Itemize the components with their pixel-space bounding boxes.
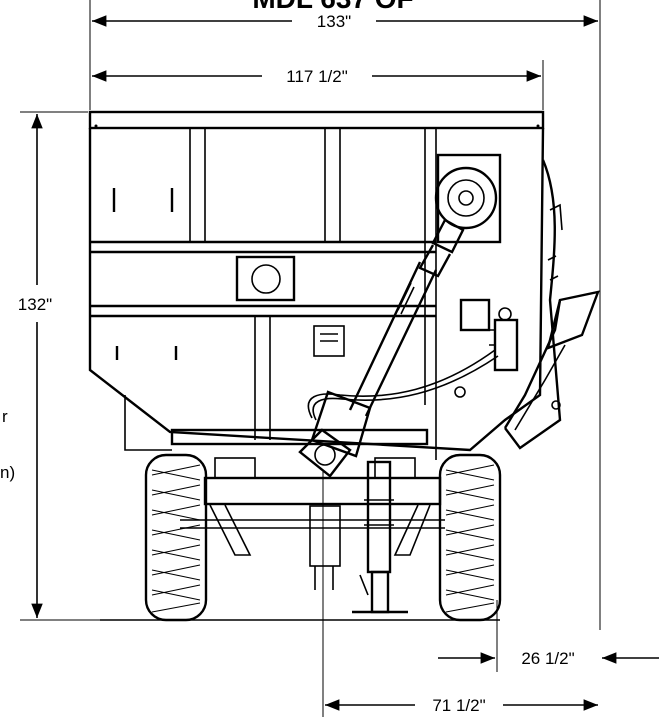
dimension-body-width: 117 1/2" [92, 60, 544, 110]
left-label-fragment-2: n) [0, 463, 15, 482]
dimension-offset-right: 26 1/2" [438, 600, 659, 672]
left-label-fragment-1: r [2, 407, 8, 426]
axle-frame [180, 457, 445, 590]
pto-driveline [298, 166, 499, 478]
overall-height-label: 132" [18, 295, 52, 314]
body-width-label: 117 1/2" [286, 67, 348, 86]
cart-body [88, 110, 545, 460]
dimension-overall-height: 132" [18, 111, 100, 621]
dimension-overall-width: 133" [89, 0, 601, 630]
jack-stand [352, 460, 408, 614]
dimension-bottom-width: 71 1/2" [322, 470, 598, 717]
unloading-spout [503, 159, 600, 450]
title-text: MDL 637 OF [252, 0, 413, 14]
hydraulic-valve [459, 298, 519, 372]
bottom-width-label: 71 1/2" [432, 696, 485, 715]
left-tire [144, 453, 208, 622]
overall-width-label: 133" [317, 12, 351, 31]
offset-right-label: 26 1/2" [521, 649, 574, 668]
right-tire [438, 453, 502, 622]
